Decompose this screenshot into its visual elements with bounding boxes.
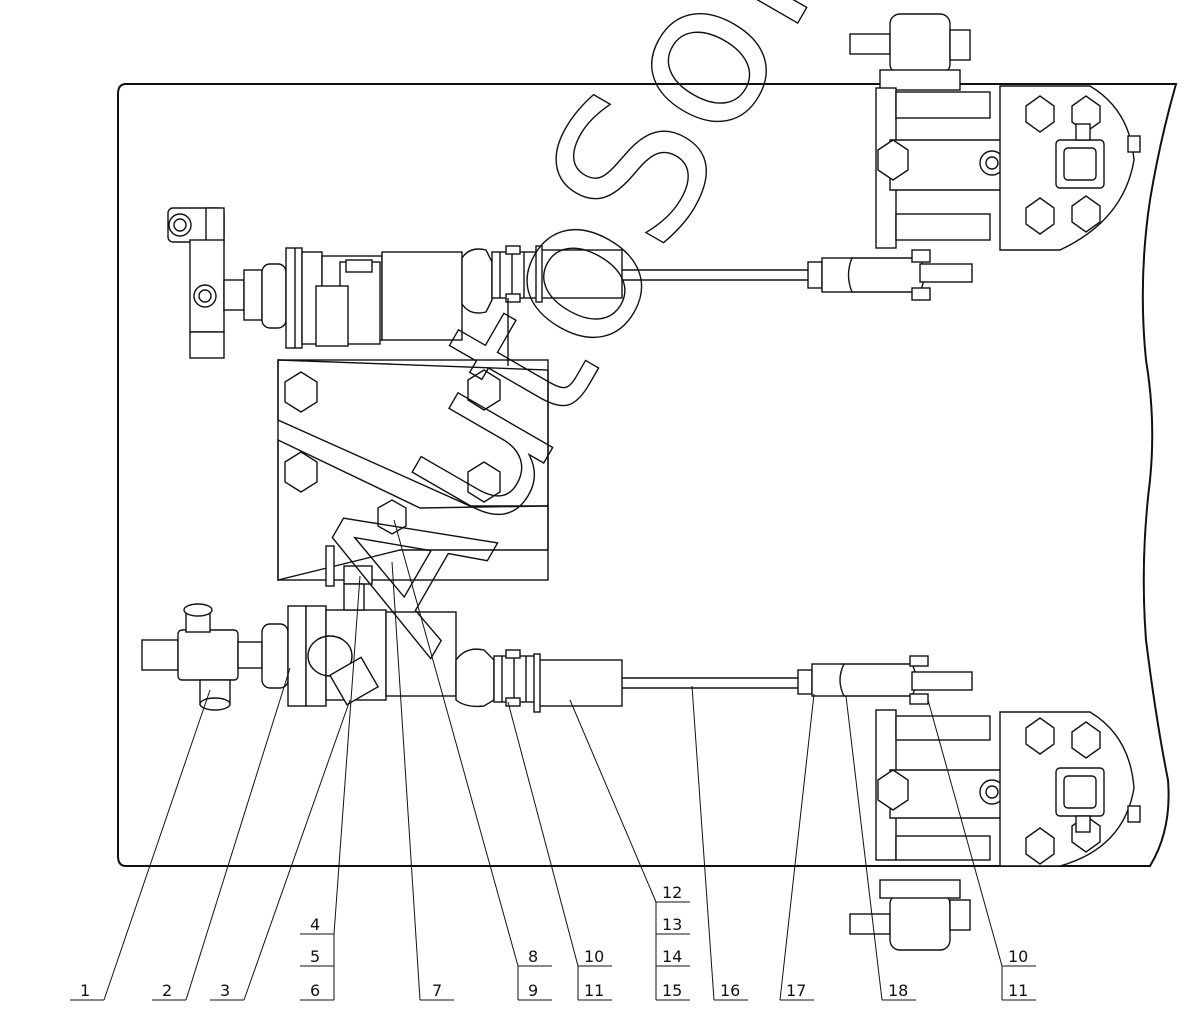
callout-labels: 1 2 3 4 5 6 7 8 9 10 11 12 13 14 15 16 1… xyxy=(80,883,1028,1000)
callout-14: 14 xyxy=(662,947,682,966)
callout-5: 5 xyxy=(310,947,320,966)
upper-brake-chamber xyxy=(261,245,973,416)
callout-16: 16 xyxy=(720,981,740,1000)
callout-11-right: 11 xyxy=(1008,981,1028,1000)
callout-2: 2 xyxy=(162,981,172,1000)
callout-8: 8 xyxy=(528,947,538,966)
callout-17: 17 xyxy=(786,981,806,1000)
upper-tee-fitting xyxy=(167,207,263,359)
lower-slack-adjuster xyxy=(849,709,1141,951)
upper-slack-adjuster xyxy=(849,13,1141,251)
callout-11-left: 11 xyxy=(584,981,604,1000)
callout-13: 13 xyxy=(662,915,682,934)
leader-lines xyxy=(70,519,1036,1001)
mounting-bracket xyxy=(277,359,549,587)
callout-10-left: 10 xyxy=(584,947,604,966)
callout-7: 7 xyxy=(432,981,442,1000)
callout-4: 4 xyxy=(310,915,320,934)
lower-brake-chamber xyxy=(261,583,973,713)
callout-3: 3 xyxy=(220,981,230,1000)
callout-15: 15 xyxy=(662,981,682,1000)
callout-6: 6 xyxy=(310,981,320,1000)
callout-1: 1 xyxy=(80,981,90,1000)
callout-10-right: 10 xyxy=(1008,947,1028,966)
lower-tee-fitting xyxy=(141,603,263,711)
callout-12: 12 xyxy=(662,883,682,902)
callout-18: 18 xyxy=(888,981,908,1000)
base-plate-outline xyxy=(117,83,1178,867)
callout-9: 9 xyxy=(528,981,538,1000)
